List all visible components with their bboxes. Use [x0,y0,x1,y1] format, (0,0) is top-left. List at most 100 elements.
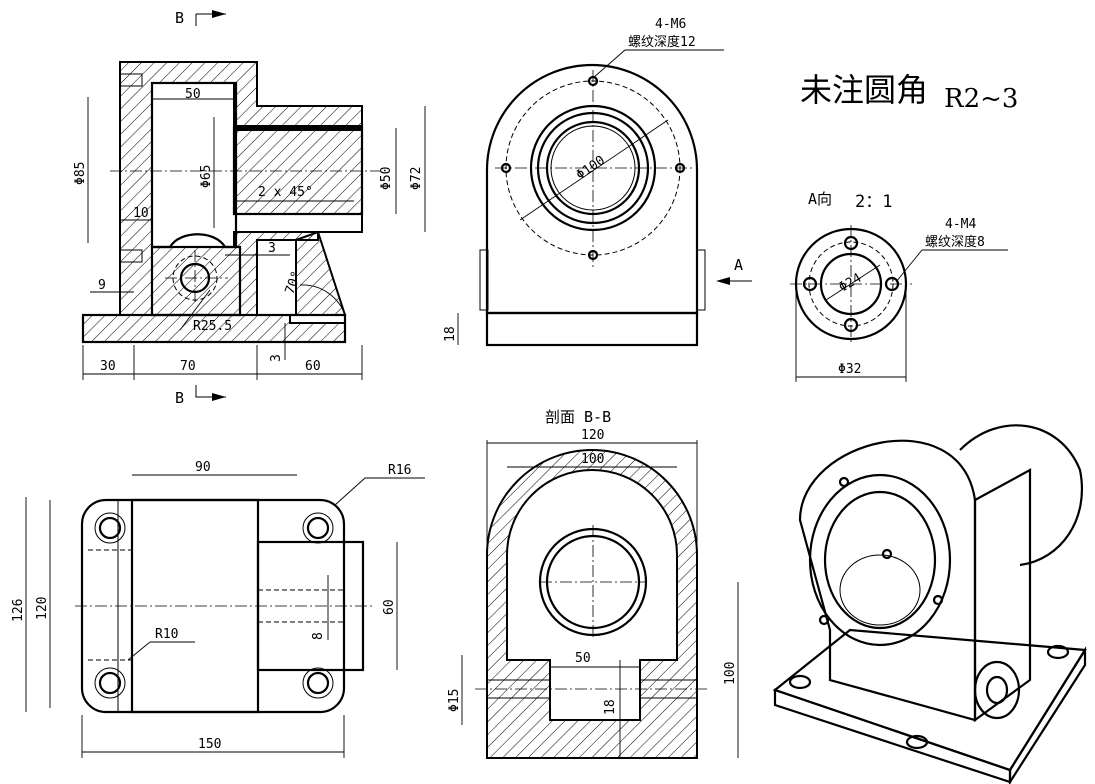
view-a-marker: A [734,256,743,274]
m4-leader [895,249,923,283]
section-body [486,449,698,759]
front-base [485,311,699,347]
phi100-leader [519,119,669,221]
phi32-label: Φ32 [838,362,861,377]
dim-phi72: Φ72 [409,167,424,190]
dim-50: 50 [185,87,201,102]
radius-leader [179,289,211,331]
dim-60: 60 [382,599,397,615]
iso-bore-inner [823,490,937,630]
dim-3a: 3 [268,241,276,256]
top-hole-tr [306,516,330,540]
dim-150: 150 [198,737,221,752]
m4-depth: 螺纹深度8 [925,234,985,250]
lower-pocket [150,233,242,317]
r16-label: R16 [388,463,411,478]
iso-hole-1 [838,476,850,488]
dim-phi50: Φ50 [379,167,394,190]
m6-leader [592,49,626,79]
note-text: 未注圆角 [800,71,928,109]
iso-base-hole-1 [788,674,812,690]
dim-10: 10 [133,206,149,221]
dim-s100v: 100 [723,662,738,685]
r16-leader [334,477,366,506]
phi24-label: Φ24 [837,271,865,296]
dim-phi85: Φ85 [73,162,88,185]
dim-s120: 120 [581,428,604,443]
dim-60: 60 [305,359,321,374]
dim-phi15: Φ15 [447,689,462,712]
top-view: 90 R16 126 120 R10 60 8 150 [11,460,425,758]
dim-3b: 3 [269,354,284,362]
dim-120: 120 [35,597,50,620]
dim-126: 126 [11,599,26,622]
front-boss-right [696,249,706,311]
inner-cavity [150,81,238,249]
general-note: 未注圆角 R2~3 [800,71,1018,114]
top-hole-tl-cb [94,512,126,544]
iso-base-hole-3 [1046,644,1070,660]
rib [295,230,347,316]
phi100-label: Φ100 [574,153,608,183]
iso-side-boss-hole [985,675,1009,705]
top-hole-bl-cb [94,667,126,699]
iso-hole-3 [818,614,830,626]
iso-base-top [772,628,1087,772]
dim-phi65: Φ65 [199,165,214,188]
section-arrow-top [195,13,226,26]
dim-8: 8 [311,632,326,640]
view-a-detail: A向 2：1 Φ24 4-M4 螺纹深度8 Φ32 [790,190,1008,382]
main-section-view: B 50 Φ85 Φ65 Φ50 Φ72 [73,9,426,407]
top-hole-tl [98,516,122,540]
section-mark-top: B [175,9,184,27]
iso-hole-4 [881,548,893,560]
angle-arc [299,284,346,316]
section-arrow-bottom [195,385,226,398]
m6-spec: 4-M6 [655,17,686,32]
iso-bore-outer [808,473,952,647]
screw-hole-top [119,73,143,87]
m4-spec: 4-M4 [945,217,976,232]
chamfer-label: 2 x 45° [258,185,313,200]
top-hole-br-cb [302,667,334,699]
r10-leader [127,641,151,661]
iso-boss [959,424,1083,567]
r10-label: R10 [155,627,178,642]
section-title: 剖面 B-B [545,408,611,426]
phi24-leader [825,264,881,301]
iso-body-side [973,468,1032,723]
front-view: Φ100 4-M6 螺纹深度12 18 A [443,17,752,347]
dim-s50: 50 [575,651,591,666]
top-hole-br [306,671,330,695]
iso-base-hole-2 [905,734,929,750]
top-hole-tr-cb [302,512,334,544]
section-mark-bottom: B [175,389,184,407]
dim-70: 70 [180,359,196,374]
isometric-view [772,424,1087,784]
iso-hole-2 [932,594,944,606]
base-outline [81,313,347,344]
dim-s18: 18 [603,699,618,715]
section-arrowhead-bottom [212,393,226,401]
m6-depth: 螺纹深度12 [628,34,696,50]
view-a-title: A向 [808,190,832,208]
dim-9: 9 [98,278,106,293]
dim-30: 30 [100,359,116,374]
radius-label: R25.5 [193,319,232,334]
view-a-arrowhead [716,277,730,285]
top-hole-bl [98,671,122,695]
front-outline [485,63,699,315]
iso-side-boss [973,660,1021,720]
dim-18: 18 [443,326,458,342]
note-radius: R2~3 [944,84,1018,114]
section-arrowhead-top [212,10,226,18]
dim-90: 90 [195,460,211,475]
section-b-b: 剖面 B-B 120 100 50 Φ15 18 100 [447,408,739,759]
front-boss-left [479,249,489,311]
iso-bore-deep [839,554,921,626]
dim-s100: 100 [581,452,604,467]
view-a-scale: 2：1 [855,192,892,212]
screw-hole-bottom [119,249,143,263]
iso-base-side [1008,646,1087,784]
